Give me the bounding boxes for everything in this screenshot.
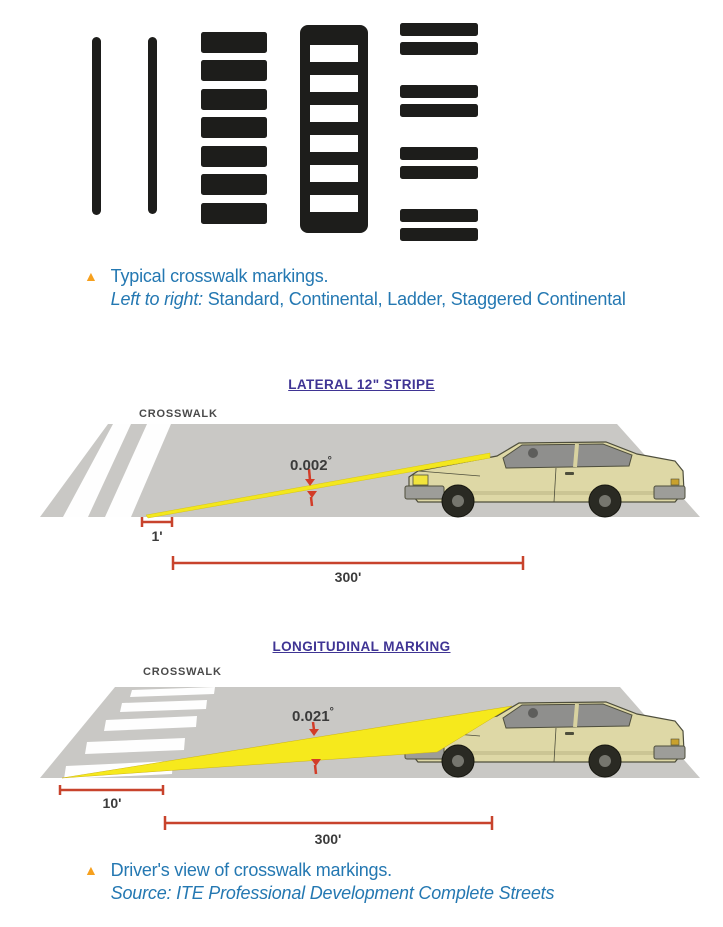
longitudinal-crosswalk-label: CROSSWALK: [143, 666, 222, 678]
angle-arrow-icon: [309, 721, 321, 775]
caption-line1: Typical crosswalk markings.: [110, 266, 329, 286]
longitudinal-angle-label: 0.021°: [292, 706, 334, 725]
dimension-line: [58, 785, 494, 830]
angle-arrow-icon: [305, 468, 317, 507]
caption-line2-lead: Left to right:: [110, 289, 203, 309]
standard-line: [148, 37, 157, 214]
caption-marker-icon: ▲: [84, 862, 98, 878]
caption-text: Typical crosswalk markings. Left to righ…: [111, 265, 626, 311]
lateral-offset-label: 1': [151, 528, 163, 544]
lateral-distance-label: 300': [334, 569, 362, 585]
lateral-diagram-graphic: [40, 424, 700, 570]
dimension-line: [140, 517, 525, 570]
longitudinal-distance-label: 300': [314, 831, 342, 847]
marking-ladder: [300, 25, 368, 233]
lateral-diagram-title: LATERAL 12" STRIPE: [288, 377, 435, 392]
caption-marker-icon: ▲: [84, 268, 98, 284]
figure-caption-driver-view: ▲ Driver's view of crosswalk markings. S…: [84, 859, 554, 905]
caption-text: Driver's view of crosswalk markings. Sou…: [111, 859, 555, 905]
standard-line: [92, 37, 101, 215]
caption-line2-rest: Standard, Continental, Ladder, Staggered…: [202, 289, 626, 309]
caption-line2: Source: ITE Professional Development Com…: [110, 883, 555, 903]
longitudinal-diagram-title: LONGITUDINAL MARKING: [272, 639, 451, 654]
sightline-wedge: [61, 705, 513, 779]
crosswalk-stripe: [63, 424, 131, 517]
caption-line1: Driver's view of crosswalk markings.: [110, 860, 392, 880]
lateral-angle-label: 0.002°: [290, 455, 332, 474]
sightline: [145, 452, 491, 519]
longitudinal-offset-label: 10': [102, 795, 122, 811]
lateral-crosswalk-label: CROSSWALK: [139, 408, 218, 420]
longitudinal-diagram-graphic: [40, 687, 700, 830]
crosswalk-stripe: [105, 424, 171, 517]
figure-caption-markings: ▲ Typical crosswalk markings. Left to ri…: [84, 265, 626, 311]
